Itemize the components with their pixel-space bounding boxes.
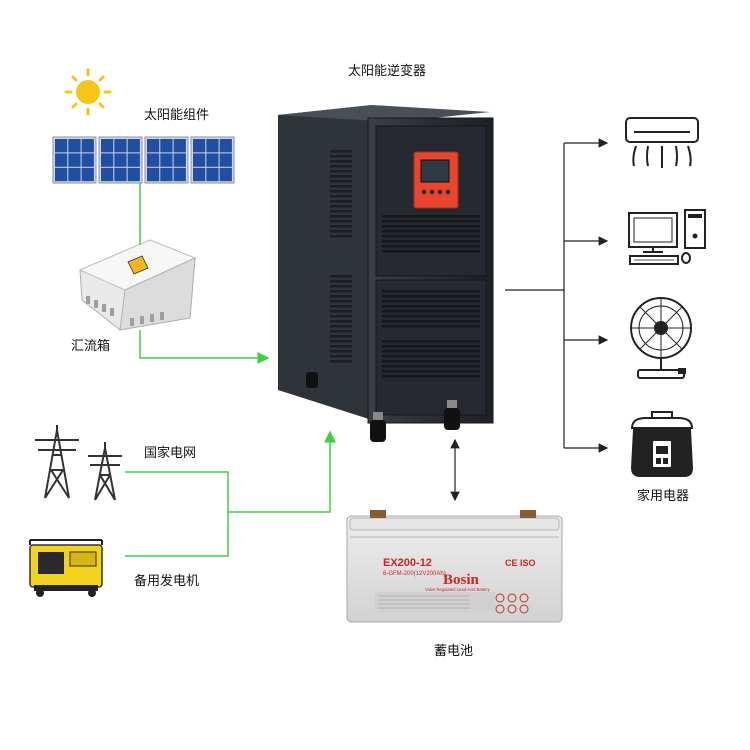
battery-icon: EX200-12 6-GFM-200(12V200Ah) Bosin Valve… (346, 510, 563, 623)
battery-spec-text: 6-GFM-200(12V200Ah) (383, 571, 446, 577)
computer-icon (628, 209, 706, 265)
battery-subtitle-text: Valve Regulated Lead-Acid Battery (425, 587, 491, 592)
solar-panel-label: 太阳能组件 (144, 108, 210, 123)
connection-lines (125, 138, 609, 557)
battery-model-text: EX200-12 (383, 557, 432, 569)
battery-cert-text: CE ISO (505, 558, 536, 568)
inverter-label: 太阳能逆变器 (348, 64, 427, 79)
generator-icon (29, 539, 103, 597)
solar-panel-icon (52, 136, 235, 184)
fan-icon (630, 297, 692, 379)
air-conditioner-icon (625, 117, 699, 168)
combiner-box-icon (78, 239, 197, 331)
battery-brand-text: Bosin (443, 572, 480, 588)
grid-label: 国家电网 (144, 446, 197, 461)
combiner-box-label: 汇流箱 (71, 339, 111, 354)
battery-label: 蓄电池 (434, 644, 474, 659)
inverter-icon (278, 105, 494, 442)
appliances-label: 家用电器 (637, 489, 690, 504)
pylon-icon (35, 425, 122, 501)
generator-label: 备用发电机 (134, 574, 200, 589)
rice-cooker-icon (630, 411, 694, 477)
sun-icon (64, 68, 112, 116)
